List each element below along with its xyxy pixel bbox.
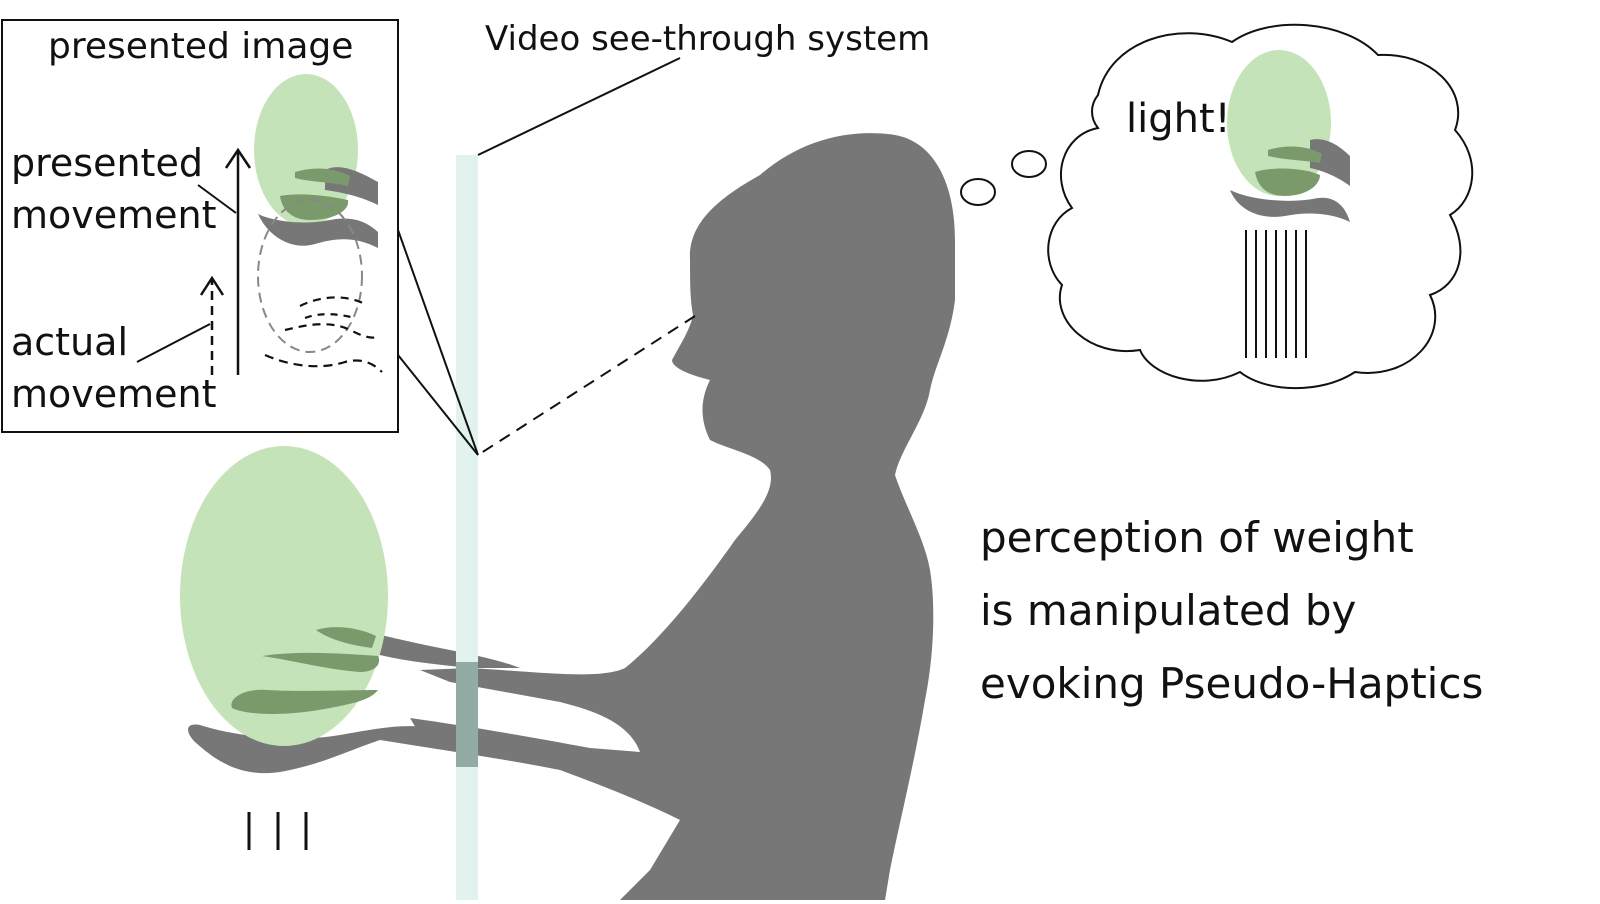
- person-head-body: [410, 133, 955, 900]
- actual-movement-arrowhead: [199, 275, 225, 296]
- system-leader-line: [477, 57, 681, 156]
- thought-hand: [1230, 190, 1350, 222]
- thumb-over-object: [316, 627, 376, 648]
- caption-line-3: evoking Pseudo-Haptics: [980, 659, 1483, 708]
- callout-line-bottom: [397, 354, 479, 456]
- caption-line-1: perception of weight: [980, 513, 1414, 562]
- thought-dot-small: [960, 178, 996, 206]
- inset-title: presented image: [48, 26, 353, 67]
- held-object-group: [180, 446, 388, 850]
- callout-line-top: [397, 229, 479, 456]
- inset-actual-knuckle-dashed: [304, 313, 356, 320]
- presented-movement-leader: [197, 184, 237, 214]
- caption: perception of weight is manipulated by e…: [980, 513, 1483, 708]
- presented-movement-label-line1: presented: [11, 141, 203, 185]
- thought-hand-overlap: [1255, 168, 1320, 196]
- inset-actual-hand-dashed: [264, 353, 383, 373]
- presented-image-inset: presented image presented movement actua…: [1, 19, 399, 433]
- held-object: [180, 446, 388, 746]
- thought-finger-overlap: [1268, 146, 1322, 163]
- inset-presented-hand: [258, 214, 378, 248]
- thought-label: light!: [1126, 96, 1231, 142]
- thought-bubble: light!: [960, 23, 1474, 390]
- line-of-sight: [477, 315, 696, 456]
- thought-dot-large: [1011, 150, 1047, 178]
- inset-actual-thumb-dashed: [299, 296, 366, 307]
- inset-actual-finger-dashed: [284, 323, 381, 339]
- actual-movement-label-line2: movement: [11, 372, 217, 416]
- hand-over-object: [231, 689, 378, 714]
- inset-finger-overlap: [295, 168, 350, 186]
- actual-movement-label-line1: actual: [11, 320, 128, 364]
- see-through-screen: [456, 155, 478, 900]
- presented-movement-label-line2: movement: [11, 193, 217, 237]
- thought-hand-top: [1310, 139, 1350, 186]
- presented-movement-arrowhead: [224, 147, 252, 169]
- actual-movement-leader: [136, 323, 211, 363]
- screen-arm-overlap: [456, 662, 478, 767]
- caption-line-2: is manipulated by: [980, 586, 1356, 635]
- inset-actual-object-ghost: [257, 199, 363, 353]
- system-label: Video see-through system: [485, 19, 930, 59]
- finger-over-object: [262, 652, 380, 672]
- inset-hand-overlap: [280, 194, 349, 220]
